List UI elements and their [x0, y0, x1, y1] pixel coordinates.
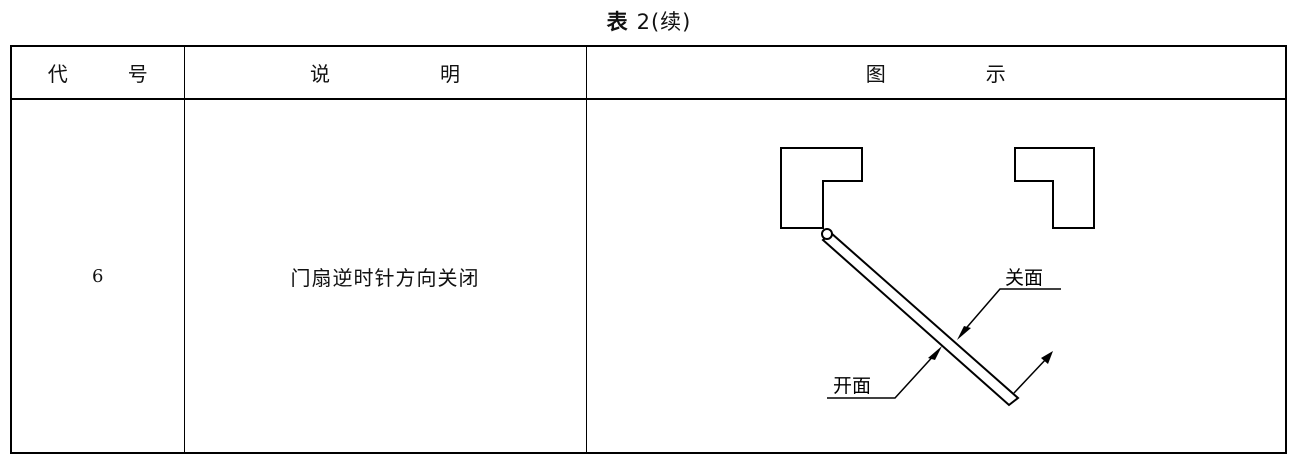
left-wall-shape — [779, 147, 863, 229]
open-face-label: 开面 — [833, 375, 871, 397]
header-fig-char-1: 图 — [865, 62, 886, 86]
row-description: 门扇逆时针方向关闭 — [183, 98, 587, 454]
spec-table: 代 号 说 明 图 示 6 门扇逆时针方向关闭 — [10, 45, 1287, 454]
hinge-icon — [820, 228, 833, 240]
close-face-arrowhead — [956, 326, 971, 340]
header-desc-char-1: 说 — [310, 62, 330, 86]
close-face-label: 关面 — [1005, 267, 1043, 289]
header-fig-char-2: 示 — [985, 62, 1006, 86]
right-wall-shape — [1013, 147, 1095, 229]
row-code: 6 — [10, 98, 185, 454]
header-desc-char-2: 明 — [440, 62, 460, 86]
open-face-arrowhead — [927, 346, 942, 360]
header-code-char-1: 代 — [47, 62, 68, 86]
table-row: 6 门扇逆时针方向关闭 — [10, 98, 1287, 454]
row-figure: 关面 开面 — [585, 98, 1287, 454]
door-diagram: 关面 开面 — [779, 147, 1095, 407]
header-description: 说 明 — [183, 45, 587, 100]
table-caption: 表 2(续) — [0, 6, 1298, 36]
caption-text: 2(续) — [636, 10, 692, 34]
swing-arrowhead — [1040, 351, 1053, 364]
open-face-leader — [826, 351, 938, 399]
header-figure: 图 示 — [585, 45, 1287, 100]
header-code-char-2: 号 — [127, 62, 148, 86]
close-face-leader — [960, 288, 1061, 334]
header-row: 代 号 说 明 图 示 — [10, 45, 1287, 100]
caption-prefix: 表 — [606, 10, 629, 34]
swing-arrow-line — [1012, 357, 1048, 394]
header-code: 代 号 — [10, 45, 185, 100]
